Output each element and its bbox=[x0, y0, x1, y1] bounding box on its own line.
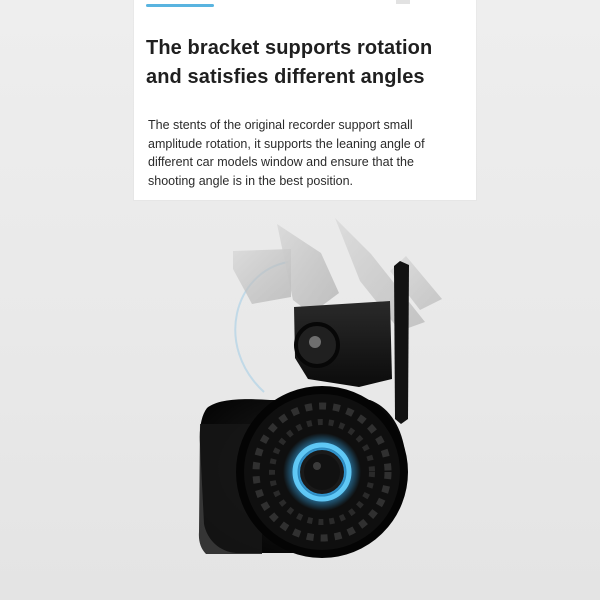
vent-ring-inner bbox=[269, 419, 375, 525]
product-illustration bbox=[198, 218, 442, 558]
lens-icon bbox=[300, 450, 344, 494]
ghost-mount-left bbox=[233, 249, 291, 304]
product-description: The stents of the original recorder supp… bbox=[148, 118, 425, 188]
top-mark bbox=[396, 0, 410, 4]
ghost-mount-top bbox=[277, 224, 339, 314]
page-title: The bracket supports rotation and satisf… bbox=[146, 37, 433, 88]
joint-highlight bbox=[309, 336, 321, 348]
accent-line bbox=[146, 4, 214, 7]
lens-highlight bbox=[313, 462, 321, 470]
windshield-plate bbox=[394, 261, 409, 424]
lens-ring bbox=[292, 442, 352, 502]
header-card: The bracket supports rotation and satisf… bbox=[134, 0, 476, 200]
vent-ring-outer bbox=[252, 402, 392, 542]
